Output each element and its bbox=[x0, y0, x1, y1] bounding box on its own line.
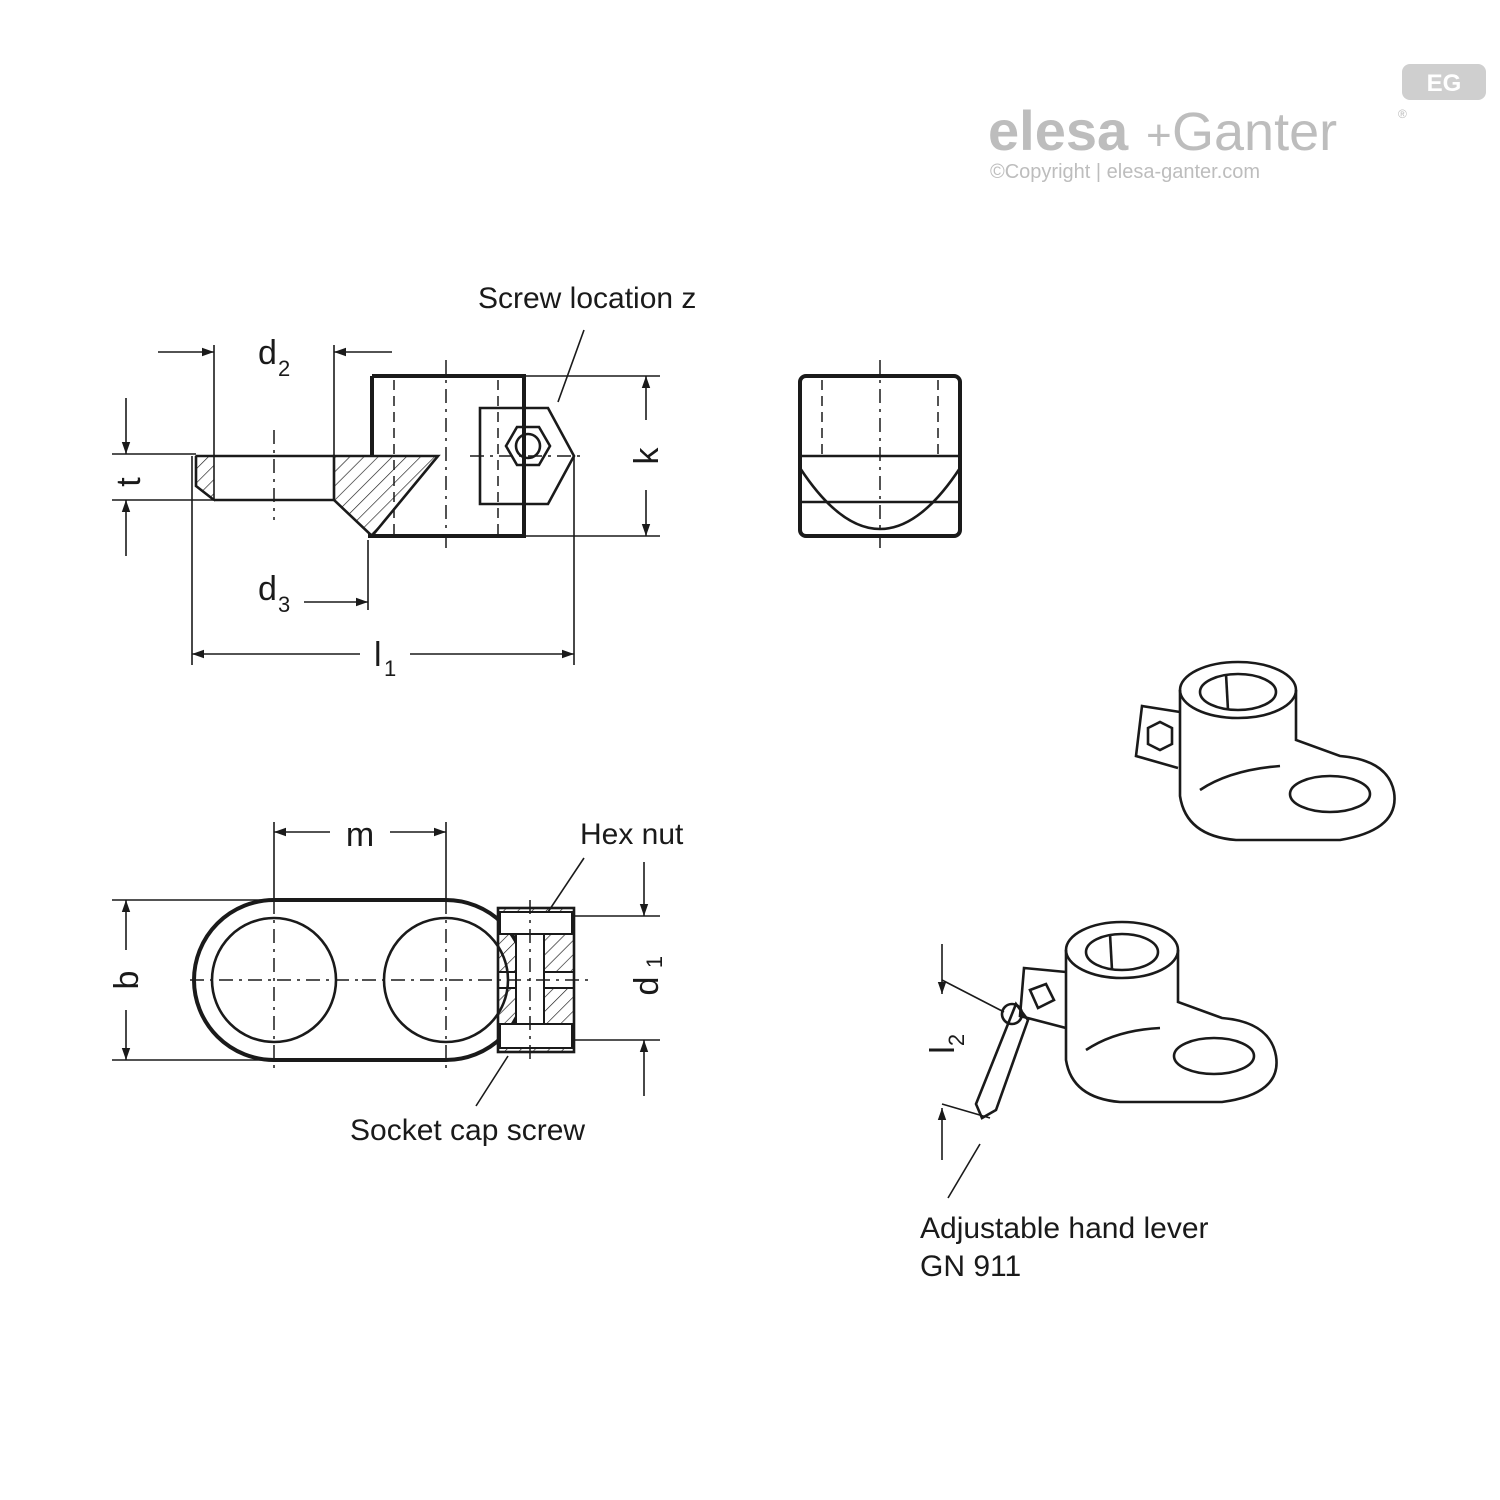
iso1-hex-icon bbox=[1146, 720, 1174, 752]
iso1-lug-hole bbox=[1288, 774, 1372, 814]
iso2-clamp-ear bbox=[1018, 966, 1067, 1030]
front-view bbox=[798, 360, 962, 552]
logo-ganter: Ganter bbox=[1172, 102, 1337, 162]
iso1-body bbox=[1178, 690, 1396, 842]
socket-screw-leader bbox=[475, 1055, 509, 1107]
brand-logo: EG elesa + Ganter ® ©Copyright | elesa-g… bbox=[988, 64, 1486, 183]
socket-screw-label: Socket cap screw bbox=[350, 1114, 585, 1147]
dim-t-label: t bbox=[110, 477, 148, 487]
dim-d1-label: d bbox=[628, 977, 666, 996]
iso2-body bbox=[1064, 950, 1278, 1104]
hex-nut-head bbox=[499, 911, 573, 935]
dim-d1-sub: 1 bbox=[642, 956, 667, 968]
top-view: m b d 1 Hex nut Socket cap screw bbox=[108, 816, 684, 1147]
iso1-clamp-ear bbox=[1134, 704, 1181, 770]
iso2-collar-top bbox=[1064, 920, 1180, 980]
hex-nut-leader bbox=[547, 857, 585, 913]
hex-nut-icon bbox=[504, 425, 552, 467]
lever-pivot bbox=[1000, 1002, 1024, 1026]
isometric-clamp-view bbox=[1134, 660, 1396, 842]
iso2-lug-hole bbox=[1172, 1036, 1256, 1076]
logo-registered: ® bbox=[1398, 107, 1407, 121]
front-view-arc bbox=[798, 467, 962, 531]
dim-d3-label: d bbox=[258, 570, 277, 608]
hand-lever-label-line1: Adjustable hand lever bbox=[920, 1212, 1209, 1245]
screw-pocket bbox=[478, 406, 576, 506]
top-view-body bbox=[192, 898, 528, 1062]
dim-d3-sub: 3 bbox=[278, 592, 290, 617]
dim-b-label: b bbox=[108, 971, 146, 990]
badge-icon bbox=[1402, 64, 1486, 100]
hand-lever-leader bbox=[947, 1143, 981, 1199]
badge-text: EG bbox=[1427, 70, 1462, 97]
dim-l1-sub: 1 bbox=[384, 656, 396, 681]
screw-location-label: Screw location z bbox=[478, 282, 696, 315]
isometric-clamp-lever-view: l 2 Adjustable hand lever GN 911 bbox=[920, 920, 1278, 1283]
dim-l2-sub: 2 bbox=[944, 1034, 969, 1046]
logo-plus: + bbox=[1146, 111, 1172, 160]
dim-l1-label: l bbox=[374, 636, 382, 674]
socket-screw-head bbox=[499, 1023, 573, 1049]
logo-elesa: elesa bbox=[988, 99, 1129, 162]
dim-m-label: m bbox=[346, 816, 374, 854]
dim-l2-label: l bbox=[924, 1046, 962, 1054]
hand-lever bbox=[974, 1001, 1030, 1120]
side-section-view: d 2 t k d 3 l 1 Screw location z bbox=[110, 282, 696, 681]
dim-d2-sub: 2 bbox=[278, 356, 290, 381]
screw-location-leader bbox=[557, 329, 585, 403]
hex-nut-label: Hex nut bbox=[580, 818, 684, 851]
copyright-text: ©Copyright | elesa-ganter.com bbox=[990, 161, 1260, 183]
hand-lever-label-line2: GN 911 bbox=[920, 1250, 1021, 1283]
dim-d2-label: d bbox=[258, 334, 277, 372]
dim-k-label: k bbox=[628, 447, 666, 465]
iso1-collar-top bbox=[1178, 660, 1298, 720]
section-hatch bbox=[332, 454, 441, 538]
